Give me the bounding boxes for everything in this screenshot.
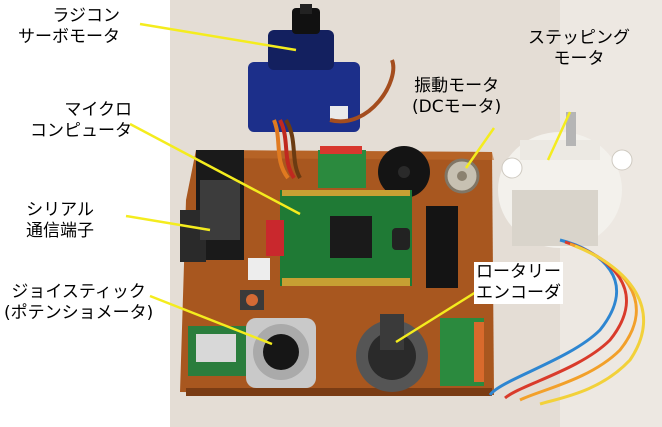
sensor-module (188, 326, 246, 376)
label-servo-motor: ラジコン サーボモータ (18, 6, 120, 48)
label-encoder-line1: ロータリー (474, 262, 563, 283)
label-rotary-encoder: ロータリー エンコーダ (474, 262, 563, 304)
stepping-wires (488, 238, 646, 406)
label-vibration-line2: (DCモータ) (412, 97, 502, 117)
microcomputer-board (280, 190, 412, 286)
label-micro-line1: マイクロ (64, 100, 132, 120)
label-joystick-line2: (ポテンショメータ) (4, 303, 154, 323)
label-serial-port: シリアル 通信端子 (26, 200, 94, 242)
label-stepping-line1: ステッピング (528, 28, 630, 48)
serial-connector (180, 150, 244, 262)
label-stepping-motor: ステッピング モータ (528, 28, 630, 70)
label-servo-line1: ラジコン (52, 6, 120, 26)
label-stepping-line2: モータ (553, 49, 605, 69)
label-vibration-line1: 振動モータ (414, 76, 500, 96)
label-serial-line2: 通信端子 (26, 221, 94, 241)
label-microcomputer: マイクロ コンピュータ (30, 100, 132, 142)
label-micro-line2: コンピュータ (30, 121, 132, 141)
servo-motor (248, 4, 360, 132)
dip-chip (426, 206, 458, 288)
servo-wires (272, 59, 396, 180)
label-serial-line1: シリアル (26, 200, 94, 220)
terminal-block-top (318, 150, 366, 188)
label-joystick-line1: ジョイスティック (11, 282, 146, 302)
label-joystick: ジョイスティック (ポテンショメータ) (4, 282, 153, 324)
leader-lines (125, 22, 572, 346)
rotary-encoder (356, 314, 428, 392)
label-encoder-line2: エンコーダ (474, 283, 563, 304)
joystick (246, 318, 316, 388)
label-servo-line2: サーボモータ (18, 27, 120, 47)
stepping-motor (498, 112, 633, 248)
label-vibration-motor: 振動モータ (DCモータ) (412, 76, 501, 118)
